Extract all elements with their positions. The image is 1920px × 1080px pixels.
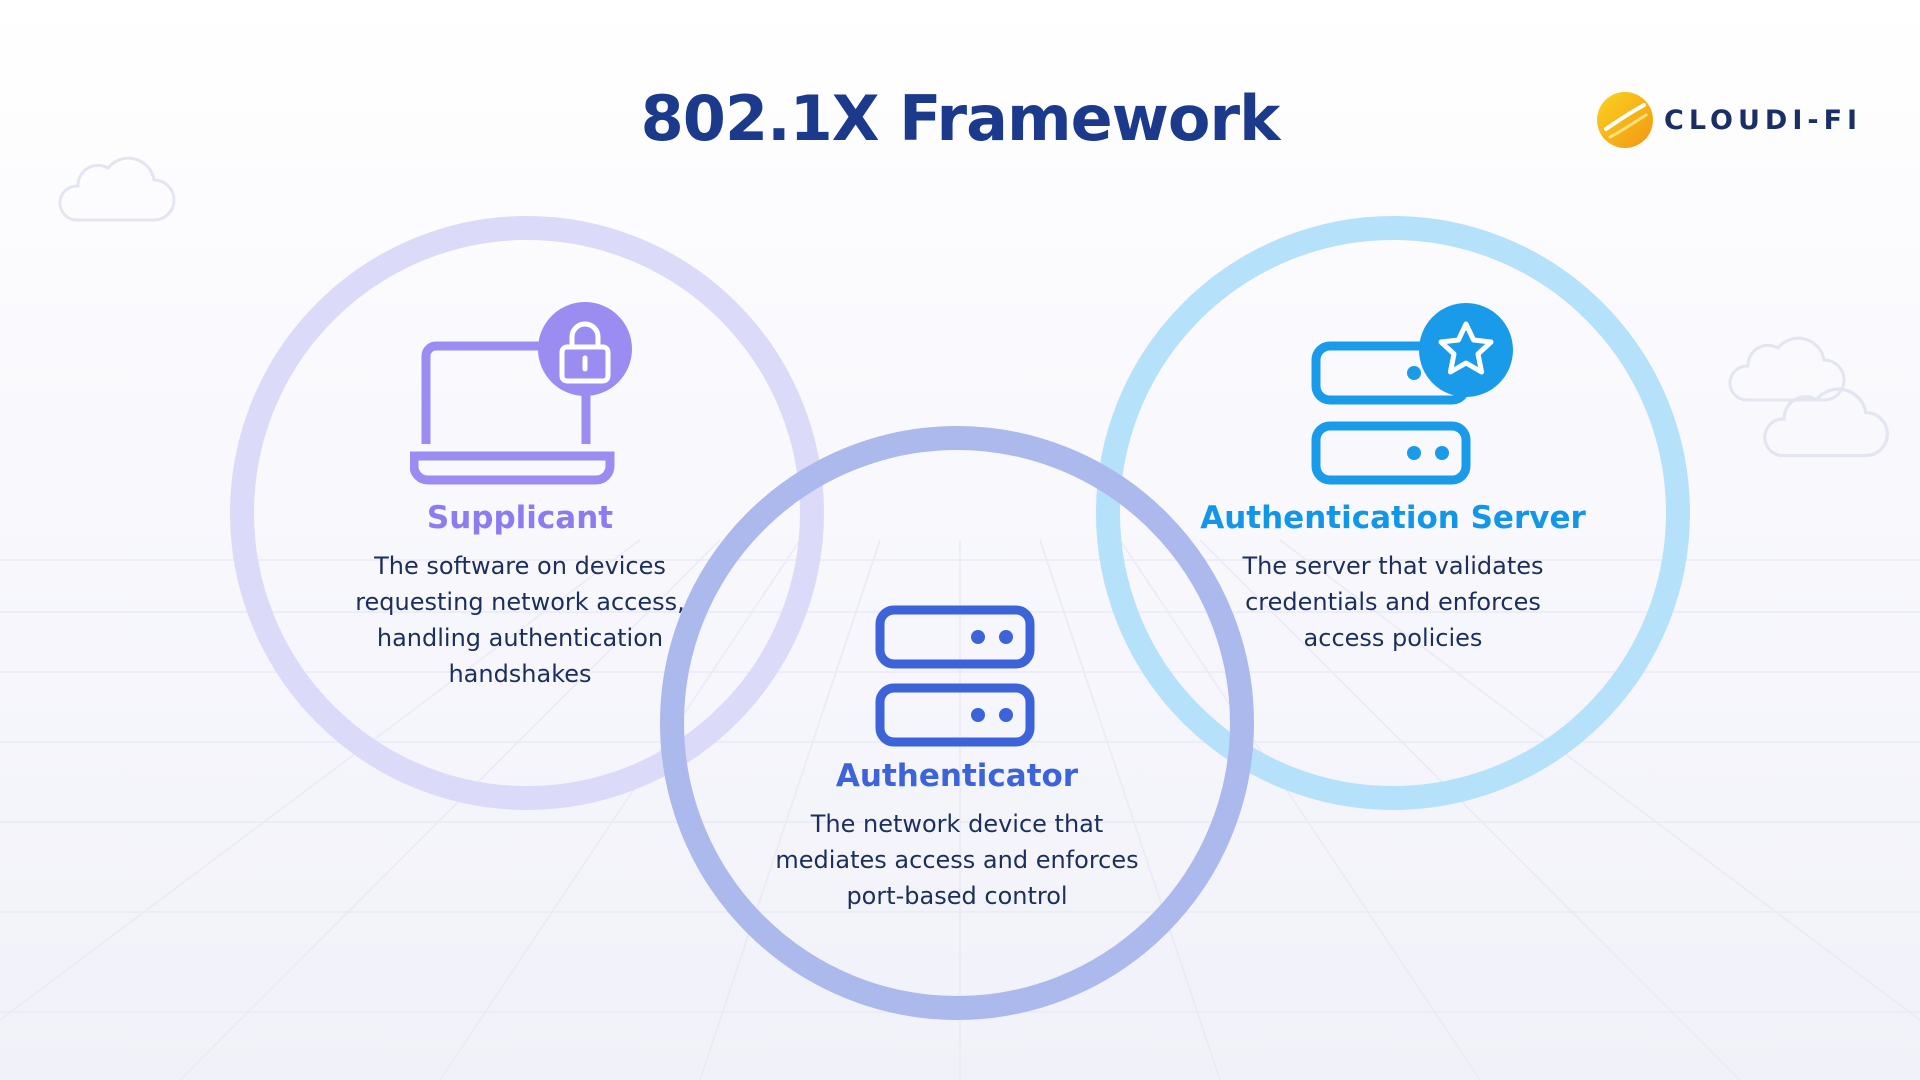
cloud-outline-icon <box>1763 387 1889 458</box>
description-line: handling authentication <box>376 624 664 652</box>
server-rack-icon <box>875 605 1035 747</box>
server-star-icon <box>1311 303 1513 485</box>
description-line: port-based control <box>846 882 1068 910</box>
cloud-outline-icon <box>58 156 176 222</box>
description-line: mediates access and enforces <box>775 846 1139 874</box>
brand-name: CLOUDI-FI <box>1664 104 1863 136</box>
cloud-outline-icon <box>1728 336 1846 402</box>
brand-logo: CLOUDI-FI <box>1596 90 1862 150</box>
node-title: Supplicant <box>426 500 614 536</box>
node-title: Authenticator <box>835 758 1079 794</box>
description-line: The server that validates <box>1242 552 1544 580</box>
node-description: The network device that mediates access … <box>757 806 1157 914</box>
brand-logo-mark <box>1597 92 1653 148</box>
authentication-server-node: Authentication Server The server that va… <box>1193 500 1593 656</box>
description-line: The network device that <box>810 810 1104 838</box>
description-line: requesting network access, <box>355 588 685 616</box>
node-description: The software on devices requesting netwo… <box>320 548 720 692</box>
description-line: The software on devices <box>374 552 666 580</box>
description-line: access policies <box>1303 624 1483 652</box>
authenticator-node: Authenticator The network device that me… <box>757 758 1157 914</box>
laptop-lock-icon <box>410 302 632 485</box>
description-line: handshakes <box>448 660 592 688</box>
page-title: 802.1X Framework <box>640 82 1281 155</box>
node-description: The server that validates credentials an… <box>1193 548 1593 656</box>
supplicant-node: Supplicant The software on devices reque… <box>320 500 720 692</box>
description-line: credentials and enforces <box>1245 588 1541 616</box>
node-title: Authentication Server <box>1200 500 1586 536</box>
